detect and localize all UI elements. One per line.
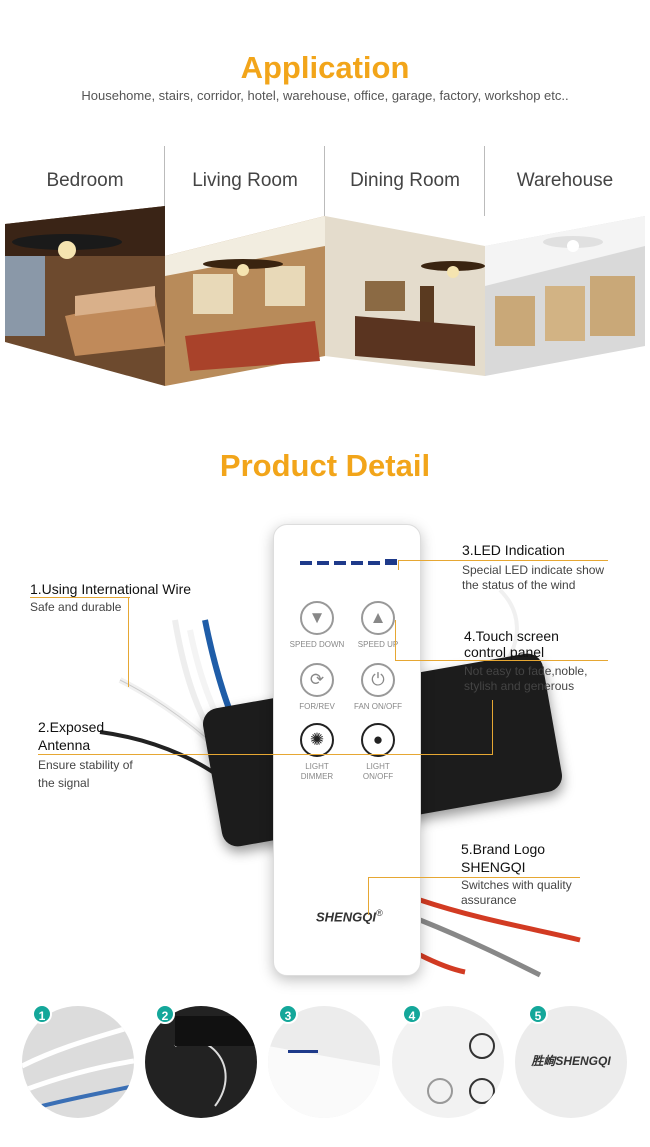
thumbnail-brand: 胜峋SHENGQI — [515, 1006, 627, 1118]
product-detail-title: Product Detail — [219, 448, 431, 483]
thumbnail-wire — [22, 1006, 134, 1118]
room-label: Dining Room — [350, 170, 460, 191]
callout-1-title: 1.Using International Wire — [30, 581, 192, 597]
speed-down-label: SPEED DOWN — [289, 640, 345, 649]
thumbnail-number: 2 — [155, 1004, 175, 1024]
callout-2-title: 2.Exposed Antenna — [38, 719, 105, 753]
light-dimmer-label: LIGHT DIMMER — [300, 762, 334, 781]
power-icon[interactable]: ⏻ — [361, 663, 395, 697]
thumbnail-touch-panel — [392, 1006, 504, 1118]
brand-logo: SHENGQI® — [316, 908, 383, 924]
thumbnail-number: 5 — [528, 1004, 548, 1024]
for-rev-label: FOR/REV — [299, 702, 335, 711]
thumbnail-antenna — [145, 1006, 257, 1118]
thumbnail-number: 3 — [278, 1004, 298, 1024]
room-label: Living Room — [192, 170, 298, 191]
led-indicator — [300, 559, 397, 569]
fan-on-off-label: FAN ON/OFF — [354, 702, 402, 711]
room-bedroom: Bedroom — [5, 146, 165, 386]
callout-5-desc: Switches with quality assurance — [461, 878, 572, 907]
application-title: Application — [240, 50, 410, 85]
remote-control: ▼ SPEED DOWN ▲ SPEED UP ⟳ FOR/REV ⏻ FAN … — [273, 524, 421, 976]
callout-5-title: 5.Brand Logo SHENGQI — [461, 841, 546, 875]
brand-name: SHENGQI — [316, 909, 376, 925]
living-room-image — [165, 216, 325, 386]
product-illustration: ▼ SPEED DOWN ▲ SPEED UP ⟳ FOR/REV ⏻ FAN … — [0, 500, 650, 990]
dining-room-image — [325, 216, 485, 376]
callout-1-desc: Safe and durable — [30, 600, 122, 614]
light-dimmer-icon[interactable]: ✺ — [300, 723, 334, 757]
triangle-up-icon[interactable]: ▲ — [361, 601, 395, 635]
room-dining: Dining Room — [325, 146, 485, 386]
bulb-icon[interactable]: ● — [361, 723, 395, 757]
callout-2-desc: Ensure stability of the signal — [38, 758, 133, 790]
triangle-down-icon[interactable]: ▼ — [300, 601, 334, 635]
warehouse-image — [485, 216, 645, 376]
thumbnail-number: 1 — [32, 1004, 52, 1024]
callout-3-desc: Special LED indicate show the status of … — [462, 563, 605, 592]
speed-up-label: SPEED UP — [357, 640, 399, 649]
callout-3-title: 3.LED Indication — [462, 542, 565, 558]
thumbnail-number: 4 — [402, 1004, 422, 1024]
callout-4-title: 4.Touch screen control panel — [464, 628, 559, 660]
room-gallery: Bedroom Living Room Dining Room — [5, 146, 645, 386]
bedroom-image — [5, 206, 165, 386]
registered-mark: ® — [375, 908, 383, 918]
thumbnail-brand-text: 胜峋SHENGQI — [531, 1054, 611, 1068]
detail-thumbnails: 1 2 3 4 胜峋SHENGQI 5 — [0, 1000, 650, 1140]
room-label: Bedroom — [46, 170, 124, 191]
callout-4-desc: Not easy to fade,noble, stylish and gene… — [464, 664, 588, 693]
room-label: Warehouse — [516, 170, 614, 191]
room-warehouse: Warehouse — [485, 146, 645, 386]
room-living: Living Room — [165, 146, 325, 386]
light-on-off-label: LIGHT ON/OFF — [362, 762, 394, 781]
application-subtitle: Househome, stairs, corridor, hotel, ware… — [81, 88, 569, 103]
thumbnail-led — [268, 1006, 380, 1118]
reverse-icon[interactable]: ⟳ — [300, 663, 334, 697]
